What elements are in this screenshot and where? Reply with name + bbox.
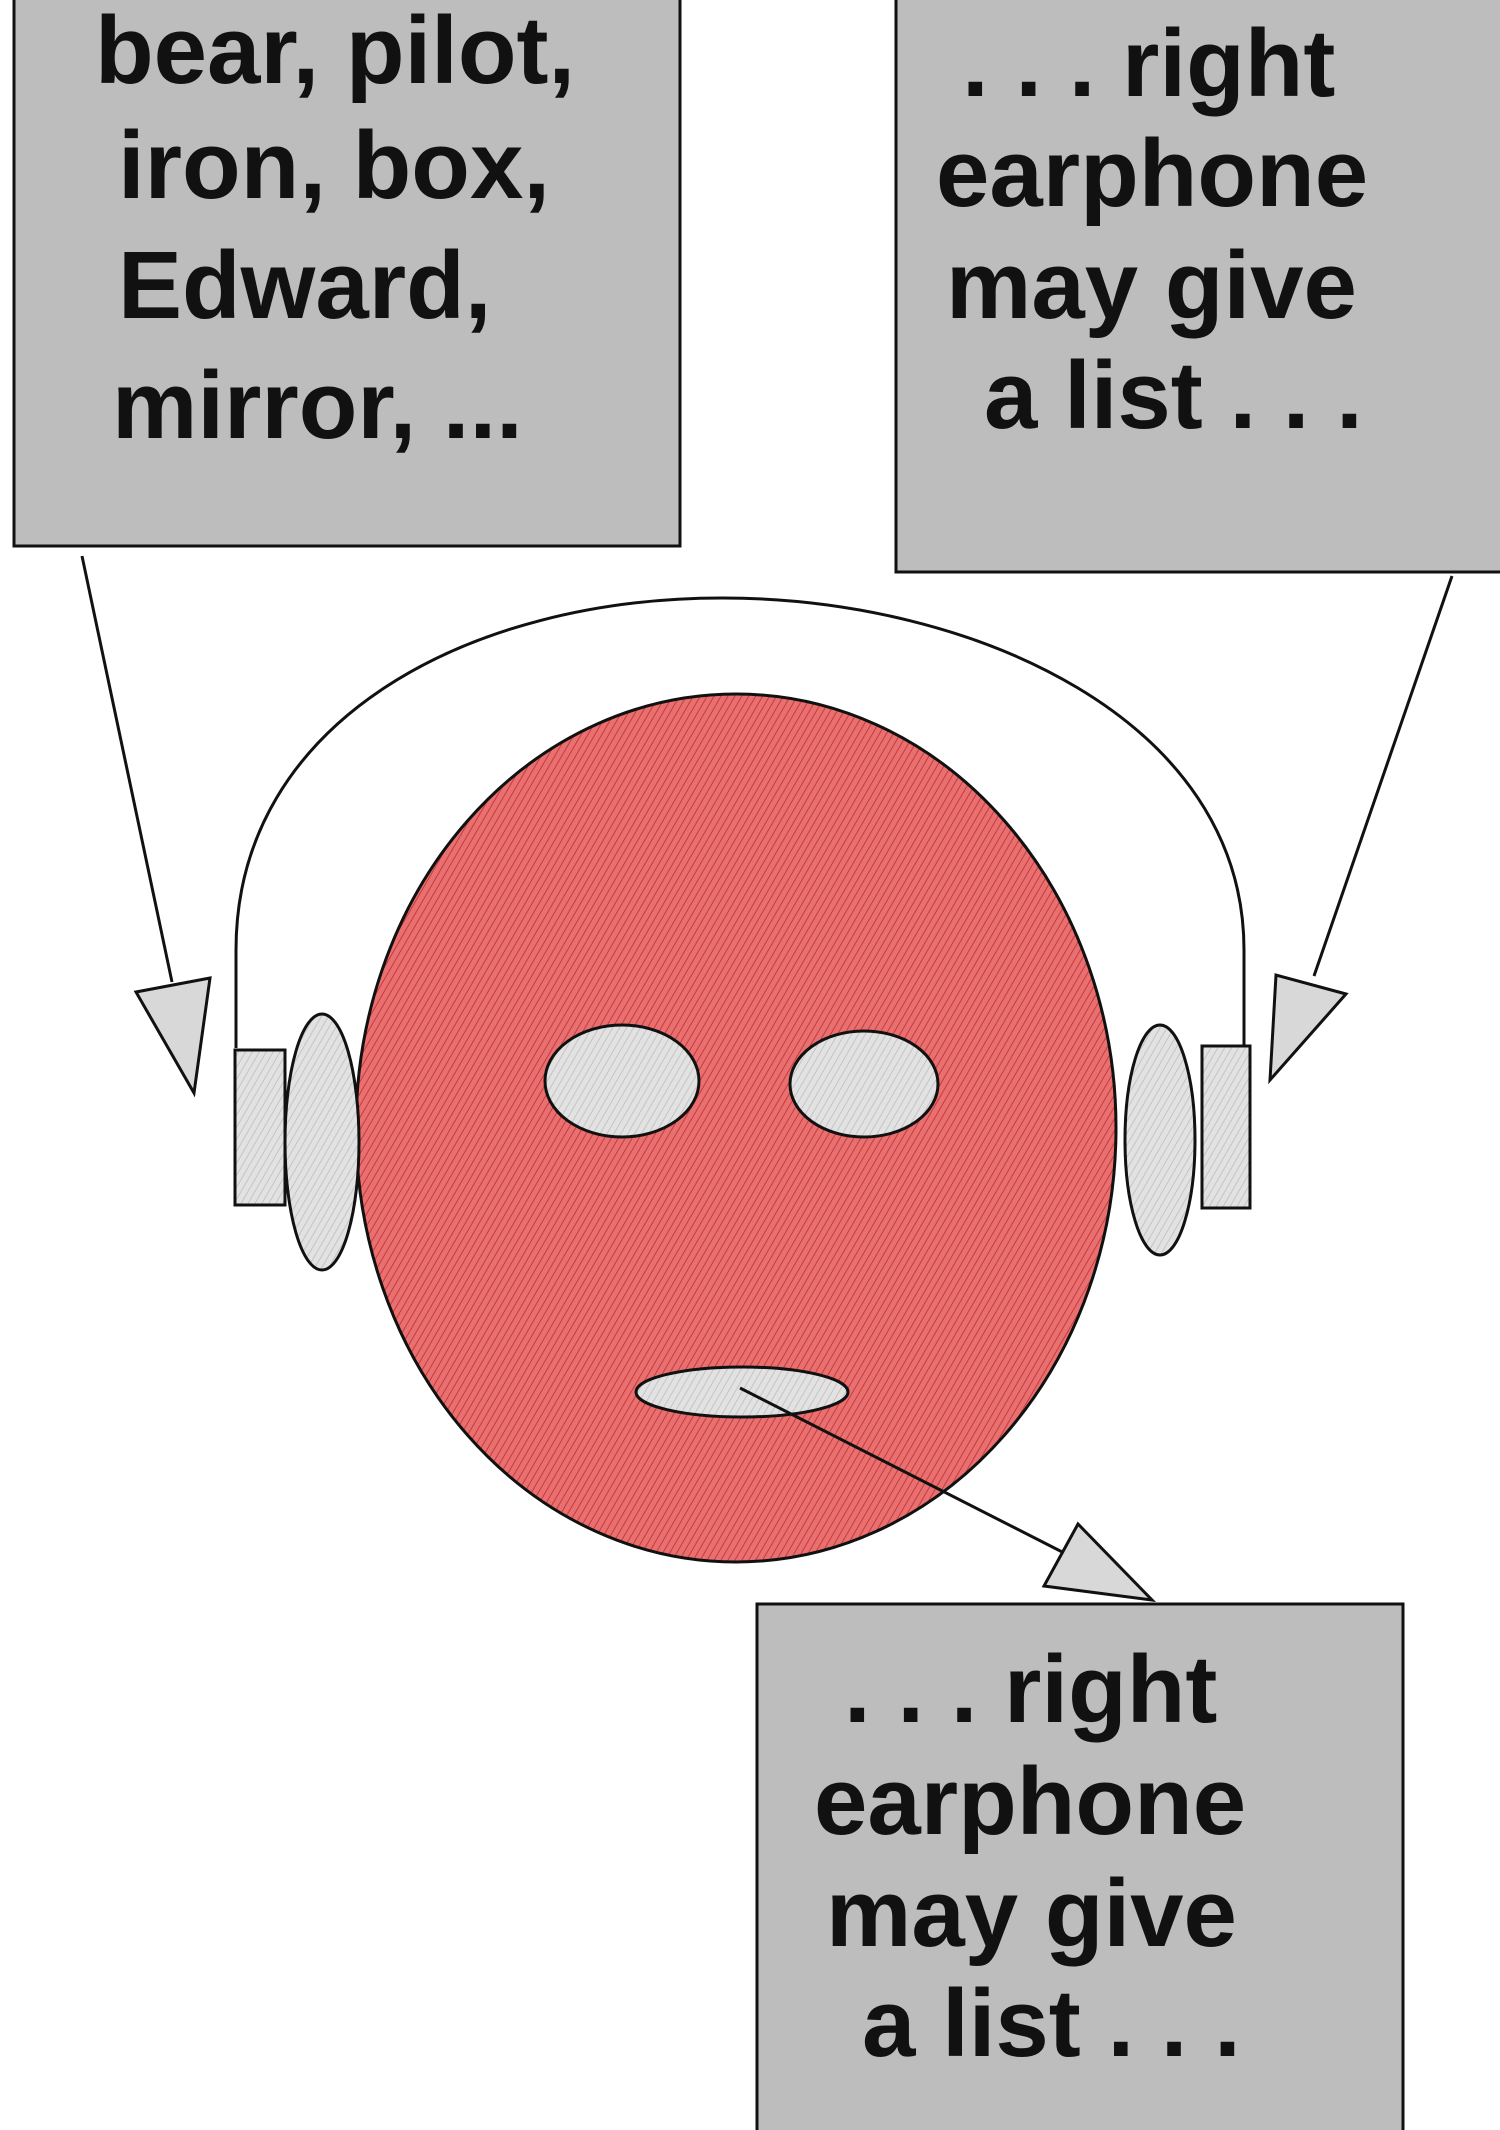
right-box-line-4: a list . . . [984,342,1363,449]
left-earphone [233,1012,361,1272]
right-earphone [1123,1023,1252,1257]
left-arrow [80,555,212,1098]
mouth [634,1365,850,1419]
right-eye [788,1029,940,1139]
right-box-line-1: . . . right [962,10,1335,117]
mouth-list-box: . . . right earphone may give a list . .… [755,1602,1405,2130]
headphone-headband [234,596,1246,1048]
bottom-box-line-1: . . . right [844,1636,1217,1743]
bottom-box-line-4: a list . . . [862,1970,1241,2077]
right-box-line-3: may give [946,232,1357,339]
right-earphone-list-box: . . . right earphone may give a list . .… [894,0,1500,574]
left-earphone-word-list-box: bear, pilot, iron, box, Edward, mirror, … [12,0,682,548]
left-box-line-4: mirror, ... [112,352,523,459]
left-box-line-3: Edward, [118,232,491,339]
face [354,692,1118,1564]
left-box-line-2: iron, box, [118,112,550,219]
right-box-line-2: earphone [936,120,1368,227]
left-eye [543,1023,701,1139]
bottom-box-line-3: may give [826,1860,1237,1967]
left-box-line-1: bear, pilot, [95,0,575,104]
bottom-box-line-2: earphone [814,1748,1246,1855]
right-arrow [1268,575,1454,1085]
mouth-arrow [739,1386,1157,1603]
